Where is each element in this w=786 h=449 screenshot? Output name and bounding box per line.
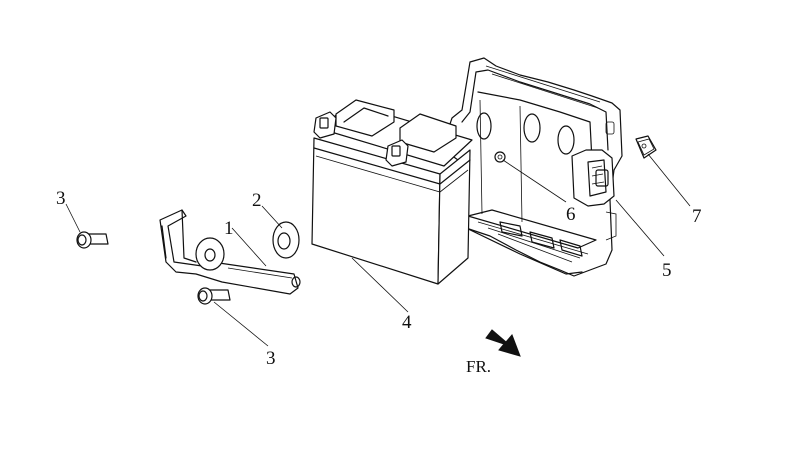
leader-4 — [351, 257, 409, 313]
front-label: FR. — [466, 357, 491, 376]
part-3-bolt-upper — [76, 231, 109, 249]
callout-6: 6 — [566, 204, 576, 225]
leader-1 — [231, 227, 267, 267]
callout-7: 7 — [692, 206, 702, 227]
leader-7 — [647, 153, 691, 207]
callout-3-top: 3 — [56, 188, 66, 209]
leader-5 — [615, 199, 665, 257]
leader-6 — [502, 159, 567, 203]
part-4-battery — [311, 99, 473, 285]
callout-2: 2 — [252, 190, 262, 211]
callout-1: 1 — [224, 218, 234, 239]
callout-3-bottom: 3 — [266, 348, 276, 369]
leader-3-top — [65, 203, 81, 233]
part-5-battery-box — [443, 57, 623, 277]
leader-3-bottom — [213, 301, 269, 347]
front-direction-marker: FR. — [466, 329, 521, 376]
part-1-bracket — [159, 209, 301, 295]
callout-5: 5 — [662, 260, 672, 281]
arrow-down-right-icon — [485, 329, 521, 357]
part-2-washer — [272, 221, 300, 259]
callout-4: 4 — [402, 312, 412, 333]
part-3-bolt-lower — [197, 287, 231, 305]
part-7-clip-nut — [635, 135, 657, 159]
leader-2 — [261, 205, 283, 229]
